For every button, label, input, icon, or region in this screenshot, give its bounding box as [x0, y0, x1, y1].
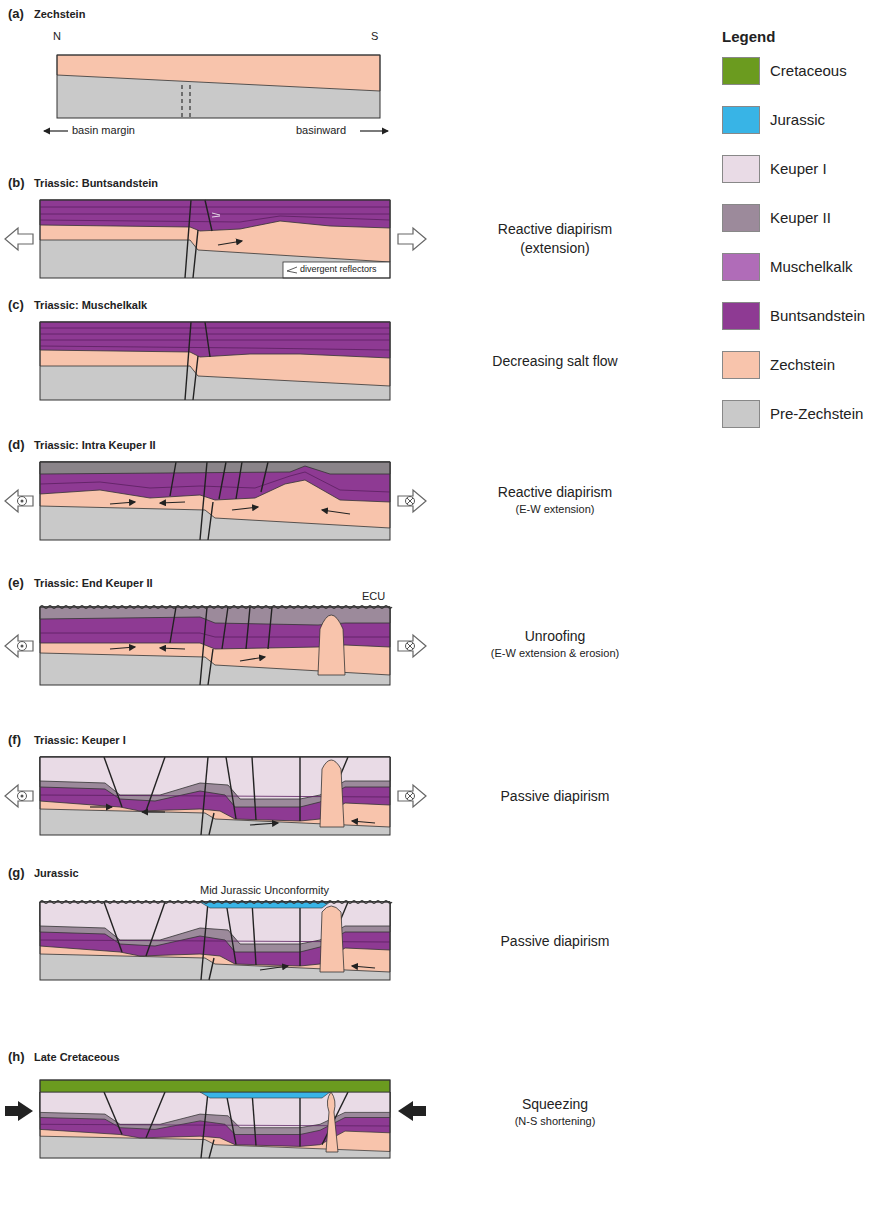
legend-swatch: [722, 57, 760, 85]
unconformity-line: [40, 606, 392, 609]
process-note: (extension): [520, 240, 589, 256]
process-label: Passive diapirism: [501, 788, 610, 804]
process-label: Unroofing: [525, 628, 586, 644]
legend-swatch: [722, 302, 760, 330]
process-label: Passive diapirism: [501, 933, 610, 949]
unconformity-line: [40, 901, 392, 904]
unconformity-label: Mid Jurassic Unconformity: [200, 884, 329, 897]
panel-title: Zechstein: [34, 8, 85, 21]
legend-swatch: [722, 351, 760, 379]
panel-letter: (b): [8, 176, 25, 191]
process-label: Reactive diapirism: [498, 221, 612, 237]
panel-title: Triassic: Buntsandstein: [34, 177, 158, 190]
panel-title: Triassic: Muschelkalk: [34, 299, 147, 312]
panel-letter: (a): [8, 7, 24, 22]
legend-swatch: [722, 204, 760, 232]
process-note: (E-W extension & erosion): [491, 647, 619, 660]
direction-label: basinward: [296, 124, 346, 137]
panel-letter: (f): [8, 733, 21, 748]
legend-text: Muschelkalk: [770, 258, 853, 275]
panel-letter: (h): [8, 1050, 25, 1065]
annotation: divergent reflectors: [300, 264, 377, 274]
panel-letter: (g): [8, 866, 25, 881]
panel-title: Triassic: Keuper I: [34, 734, 126, 747]
panel-title: Triassic: End Keuper II: [34, 577, 153, 590]
panel-title: Late Cretaceous: [34, 1051, 120, 1064]
process-note: (N-S shortening): [515, 1115, 596, 1128]
process-note: (E-W extension): [516, 503, 595, 516]
legend-text: Cretaceous: [770, 62, 847, 79]
unconformity-label: ECU: [362, 590, 385, 603]
panel-letter: (c): [8, 298, 24, 313]
legend-swatch: [722, 400, 760, 428]
legend-text: Keuper I: [770, 160, 827, 177]
compass-label: N: [53, 30, 61, 43]
legend-text: Buntsandstein: [770, 307, 865, 324]
compass-label: S: [371, 30, 378, 43]
legend-swatch: [722, 155, 760, 183]
process-label: Squeezing: [522, 1096, 588, 1112]
panel-title: Jurassic: [34, 867, 79, 880]
legend-text: Pre-Zechstein: [770, 405, 863, 422]
legend-title: Legend: [722, 28, 775, 45]
legend-text: Zechstein: [770, 356, 835, 373]
direction-label: basin margin: [72, 124, 135, 137]
legend-text: Keuper II: [770, 209, 831, 226]
panel-letter: (e): [8, 576, 24, 591]
legend-swatch: [722, 106, 760, 134]
process-label: Reactive diapirism: [498, 484, 612, 500]
legend-swatch: [722, 253, 760, 281]
panel-letter: (d): [8, 438, 25, 453]
process-label: Decreasing salt flow: [492, 353, 617, 369]
legend-text: Jurassic: [770, 111, 825, 128]
panel-title: Triassic: Intra Keuper II: [34, 439, 156, 452]
